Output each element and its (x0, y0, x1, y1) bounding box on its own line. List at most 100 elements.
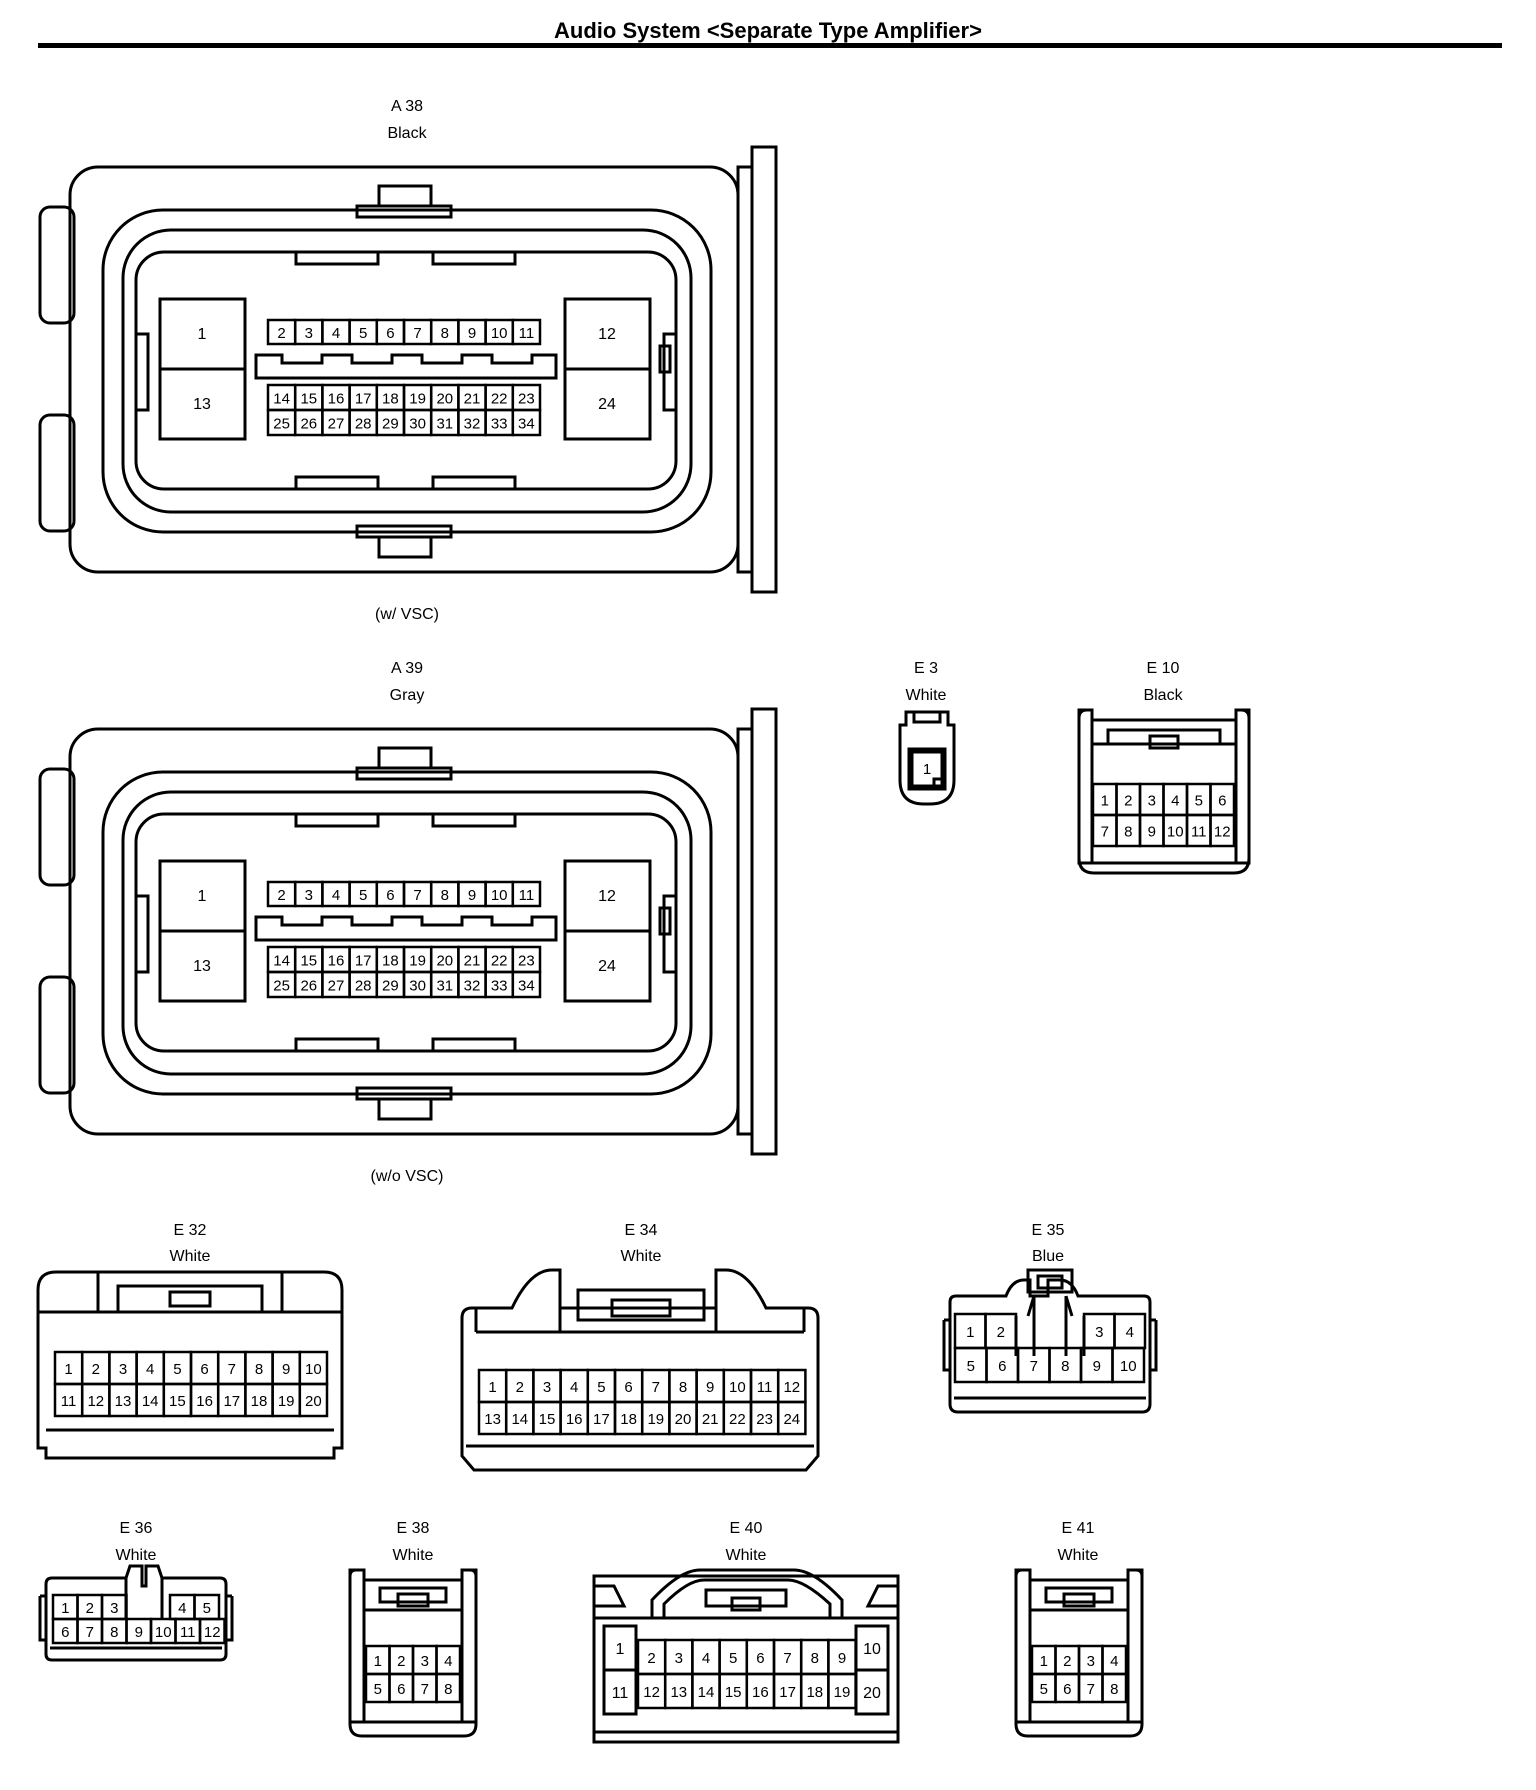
a39-pin-7: 7 (413, 887, 421, 904)
e34-pin-24: 24 (783, 1411, 800, 1428)
e32-pin-7: 7 (228, 1361, 236, 1378)
a39-pin-26: 26 (300, 978, 317, 995)
e36-pin-6: 6 (61, 1624, 69, 1641)
a38-pin-cell (511, 408, 542, 437)
e40-pin-20: 20 (863, 1685, 881, 1702)
e32-pin-15: 15 (169, 1393, 186, 1410)
e36-pin-11: 11 (180, 1624, 196, 1641)
e36-pin-7: 7 (86, 1624, 94, 1641)
e35-pin-3: 3 (1095, 1324, 1103, 1341)
a39-pin-cell (511, 970, 542, 999)
e32-pin-10: 10 (305, 1361, 322, 1378)
e35-pin-4: 4 (1126, 1324, 1134, 1341)
e36-pin-2: 2 (86, 1600, 94, 1617)
connector-a39-note: (w/o VSC) (371, 1168, 444, 1185)
a39-pin-24: 24 (598, 958, 616, 975)
e38-pin-3: 3 (421, 1653, 429, 1670)
e34-pin-4: 4 (570, 1379, 578, 1396)
a38-pin-4: 4 (332, 325, 340, 342)
e34-pin-9: 9 (706, 1379, 714, 1396)
e10-pin-9: 9 (1148, 824, 1156, 841)
e34-pin-21: 21 (702, 1411, 719, 1428)
e41-pin-6: 6 (1063, 1681, 1071, 1698)
e32-pin-9: 9 (282, 1361, 290, 1378)
e41-pin-3: 3 (1087, 1653, 1095, 1670)
e41-pin-5: 5 (1040, 1681, 1048, 1698)
e40-pin-14: 14 (698, 1684, 715, 1701)
e34-pin-13: 13 (484, 1411, 501, 1428)
connector-e10-code: E 10 (1147, 660, 1180, 677)
e10-pin-6: 6 (1218, 793, 1226, 810)
e40-pin-13: 13 (670, 1684, 687, 1701)
e41-pin-2: 2 (1063, 1653, 1071, 1670)
a39-pin-2: 2 (277, 887, 285, 904)
a39-pin-9: 9 (468, 887, 476, 904)
connector-e38-color: White (393, 1547, 434, 1564)
e34-pin-18: 18 (620, 1411, 637, 1428)
e34-pin-6: 6 (624, 1379, 632, 1396)
e10-pin-8: 8 (1124, 824, 1132, 841)
a39-pin-12: 12 (598, 888, 616, 905)
e10-pin-11: 11 (1191, 824, 1207, 841)
connector-a38-note: (w/ VSC) (375, 606, 439, 623)
e34-pin-17: 17 (593, 1411, 610, 1428)
a39-pin-cell (511, 880, 542, 908)
a39-pin-15: 15 (300, 953, 317, 970)
connector-e35-color: Blue (1032, 1248, 1064, 1265)
e40-pin-cell (827, 1672, 857, 1710)
a39-pin-34: 34 (518, 978, 535, 995)
a38-pin-20: 20 (436, 391, 453, 408)
e34-pin-5: 5 (597, 1379, 605, 1396)
a39-pin-5: 5 (359, 887, 367, 904)
e32-pin-11: 11 (61, 1393, 77, 1410)
e3-pin-1: 1 (923, 761, 931, 778)
connector-e32-code: E 32 (174, 1222, 207, 1239)
e32-pin-14: 14 (142, 1393, 159, 1410)
e34-pin-14: 14 (511, 1411, 528, 1428)
e34-pin-7: 7 (652, 1379, 660, 1396)
e40-pin-9: 9 (838, 1650, 846, 1667)
title-rule (38, 43, 1502, 48)
e38-pin-cell (435, 1672, 462, 1704)
a38-pin-12: 12 (598, 326, 616, 343)
a39-pin-13: 13 (193, 958, 211, 975)
e40-pin-1: 1 (616, 1641, 625, 1658)
a38-pin-5: 5 (359, 325, 367, 342)
e38-pin-1: 1 (374, 1653, 382, 1670)
e35-pin-cell (1111, 1346, 1146, 1384)
a38-pin-22: 22 (491, 391, 508, 408)
e32-pin-8: 8 (255, 1361, 263, 1378)
e34-pin-19: 19 (647, 1411, 664, 1428)
e36-pin-1: 1 (61, 1600, 69, 1617)
e34-pin-23: 23 (756, 1411, 773, 1428)
e38-pin-7: 7 (421, 1681, 429, 1698)
e36-pin-cell (198, 1617, 226, 1645)
a39-pin-11: 11 (519, 887, 535, 904)
e32-pin-19: 19 (278, 1393, 295, 1410)
e36-pin-5: 5 (203, 1600, 211, 1617)
e10-pin-cell (1209, 813, 1236, 848)
e41-pin-4: 4 (1110, 1653, 1118, 1670)
e32-pin-6: 6 (200, 1361, 208, 1378)
connector-e41-color: White (1058, 1547, 1099, 1564)
a39-pin-4: 4 (332, 887, 340, 904)
e35-pin-9: 9 (1093, 1358, 1101, 1375)
e32-pin-16: 16 (196, 1393, 213, 1410)
connector-e3-color: White (906, 687, 947, 704)
e10-pin-7: 7 (1101, 824, 1109, 841)
connector-a39-color: Gray (390, 687, 425, 704)
e35-pin-7: 7 (1030, 1358, 1038, 1375)
connector-e35-code: E 35 (1032, 1222, 1065, 1239)
